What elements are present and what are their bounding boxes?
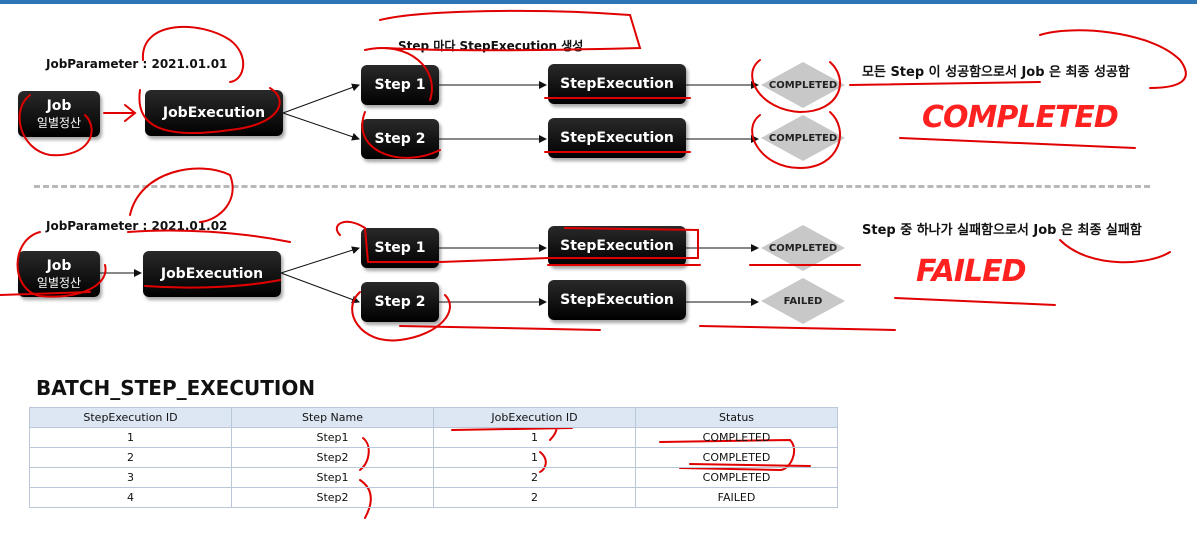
- table-header-row: StepExecution ID Step Name JobExecution …: [29, 407, 838, 428]
- table-cell: Step1: [231, 427, 434, 448]
- table-cell: 4: [29, 487, 232, 508]
- job-box-2: Job 일별정산: [18, 251, 100, 297]
- table-row: 3 Step1 2 COMPLETED: [29, 467, 838, 488]
- job-box-1: Job 일별정산: [18, 91, 100, 137]
- final-status-completed: COMPLETED: [922, 100, 1119, 135]
- column-header: JobExecution ID: [433, 407, 636, 428]
- column-header: StepExecution ID: [29, 407, 232, 428]
- table-cell: Step2: [231, 487, 434, 508]
- job-parameter-label-1: JobParameter : 2021.01.01: [46, 57, 228, 71]
- table-cell: Step2: [231, 447, 434, 468]
- job-execution-box-1: JobExecution: [145, 90, 283, 136]
- step2-box-2: Step 2: [361, 282, 439, 322]
- status-text: COMPLETED: [768, 79, 838, 91]
- status-text: COMPLETED: [768, 132, 838, 144]
- job-subtitle: 일별정산: [36, 115, 82, 130]
- job-title: Job: [46, 257, 72, 274]
- result-description-1: 모든 Step 이 성공함으로서 Job 은 최종 성공함: [862, 65, 1130, 80]
- column-header: Status: [635, 407, 838, 428]
- status-diamond-1b: COMPLETED: [760, 114, 846, 162]
- step-execution-box-2a: StepExecution: [548, 226, 686, 266]
- step-execution-box-2b: StepExecution: [548, 280, 686, 320]
- final-status-failed: FAILED: [916, 254, 1027, 289]
- job-subtitle: 일별정산: [36, 275, 82, 290]
- table-cell: COMPLETED: [635, 447, 838, 468]
- table-cell: 1: [29, 427, 232, 448]
- table-title: BATCH_STEP_EXECUTION: [36, 376, 316, 400]
- status-diamond-1a: COMPLETED: [760, 61, 846, 109]
- status-text: COMPLETED: [768, 242, 838, 254]
- job-title: Job: [46, 97, 72, 114]
- table-cell: 3: [29, 467, 232, 488]
- table-row: 4 Step2 2 FAILED: [29, 487, 838, 508]
- top-accent-bar: [0, 0, 1197, 4]
- table-cell: 2: [433, 487, 636, 508]
- batch-step-execution-table: StepExecution ID Step Name JobExecution …: [29, 407, 838, 508]
- table-cell: 1: [433, 427, 636, 448]
- table-cell: FAILED: [635, 487, 838, 508]
- table-row: 2 Step2 1 COMPLETED: [29, 447, 838, 468]
- table-cell: 2: [433, 467, 636, 488]
- job-execution-box-2: JobExecution: [143, 251, 281, 297]
- table-cell: 2: [29, 447, 232, 468]
- step2-box-1: Step 2: [361, 119, 439, 159]
- table-row: 1 Step1 1 COMPLETED: [29, 427, 838, 448]
- column-header: Step Name: [231, 407, 434, 428]
- result-description-2: Step 중 하나가 실패함으로서 Job 은 최종 실패함: [862, 223, 1142, 238]
- step1-box-1: Step 1: [361, 65, 439, 105]
- table-cell: Step1: [231, 467, 434, 488]
- status-diamond-2a: COMPLETED: [760, 224, 846, 272]
- table-cell: COMPLETED: [635, 467, 838, 488]
- section-divider: [34, 185, 1150, 188]
- table-cell: COMPLETED: [635, 427, 838, 448]
- status-diamond-2b: FAILED: [760, 277, 846, 325]
- table-cell: 1: [433, 447, 636, 468]
- job-parameter-label-2: JobParameter : 2021.01.02: [46, 219, 228, 233]
- status-text: FAILED: [783, 295, 823, 307]
